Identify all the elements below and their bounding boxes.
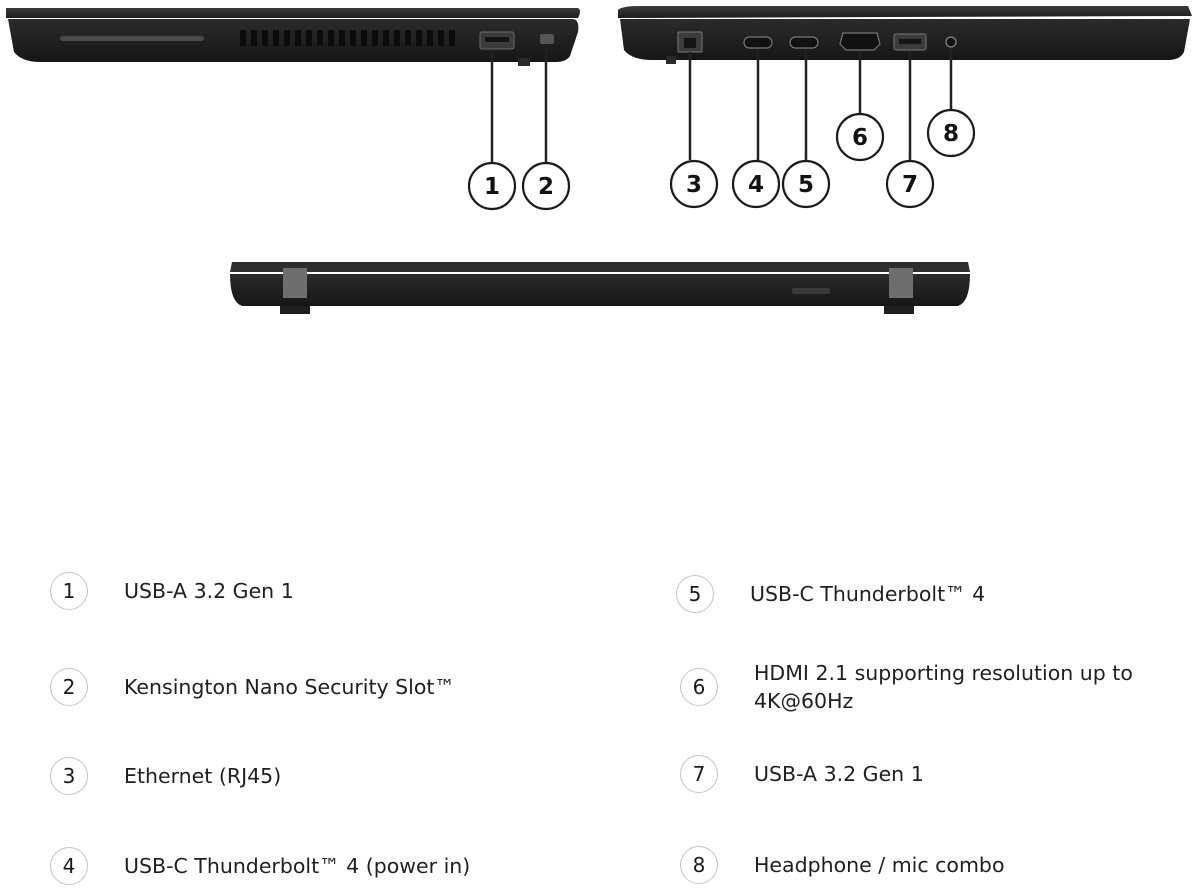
usb-c-port-2-icon <box>789 36 819 49</box>
rear-hinge-left-icon <box>283 268 307 298</box>
callout-1: 1 <box>467 161 517 211</box>
rear-hinge-right-icon <box>889 268 913 298</box>
callout-2: 2 <box>521 161 571 211</box>
callout-circle <box>467 161 517 211</box>
callout-number: 5 <box>798 172 814 198</box>
callout-5: 5 <box>781 159 831 209</box>
callout-number: 1 <box>484 174 500 200</box>
laptop-right-side-icon <box>618 6 1192 64</box>
callout-number: 7 <box>902 172 918 198</box>
callout-number: 3 <box>686 172 702 198</box>
hdmi-port-icon <box>839 32 881 51</box>
callout-number: 6 <box>852 125 868 151</box>
left-side-vent-icon <box>240 30 455 46</box>
callout-4: 4 <box>731 159 781 209</box>
security-slot-icon <box>540 34 554 44</box>
laptop-rear-side-icon <box>230 262 970 314</box>
callout-circle <box>885 159 935 209</box>
callout-number: 4 <box>748 172 764 198</box>
callout-number: 8 <box>943 121 959 147</box>
usb-c-port-1-icon <box>743 36 773 49</box>
callout-circle <box>781 159 831 209</box>
callout-circle <box>521 161 571 211</box>
callout-6: 6 <box>835 112 885 162</box>
callout-circle <box>731 159 781 209</box>
leader-lines <box>490 48 953 162</box>
callout-number: 2 <box>538 174 554 200</box>
audio-jack-icon <box>945 36 957 48</box>
callout-3: 3 <box>669 159 719 209</box>
callout-circle <box>926 108 976 158</box>
callout-7: 7 <box>885 159 935 209</box>
callout-circle <box>835 112 885 162</box>
callout-8: 8 <box>926 108 976 158</box>
callout-circle <box>669 159 719 209</box>
left-side-slot <box>60 36 204 41</box>
laptop-left-side-icon <box>6 8 580 66</box>
